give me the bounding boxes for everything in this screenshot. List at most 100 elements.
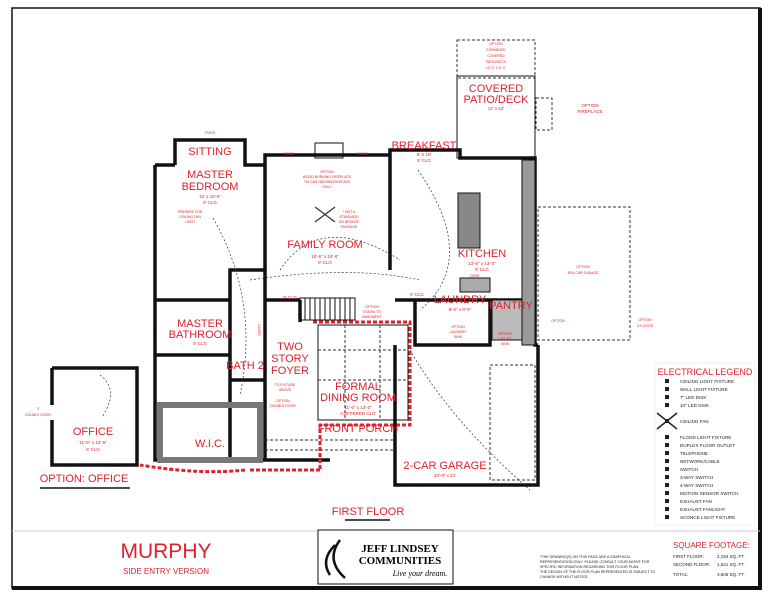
option-office-connector (139, 320, 412, 474)
legend-item-label: SCONCE LIGHT FIXTURE (680, 515, 735, 520)
room-label-family-room: FAMILY ROOM (287, 239, 362, 251)
room-label-office: OFFICE (73, 426, 113, 438)
sqft-label: FIRST FLOOR: (673, 554, 704, 559)
room-clg: COFFERED CLG (340, 411, 376, 416)
garage-dashed-area (489, 364, 536, 481)
wiring-arc (417, 169, 450, 311)
room-label-formal: FORMAL (335, 381, 381, 393)
disclaimer-line: SPECIFIC INFORMATION REGARDING THIS FLOO… (540, 565, 639, 569)
room-clg: 9' CLG (318, 260, 332, 265)
to-fixture-note: TO FIXTURE (275, 383, 296, 387)
fireplace-note: *IN GAS NEIGHBORHOODS (304, 180, 350, 184)
prewire-note: PREWIRE FOR (178, 210, 203, 214)
room-dim: 20'-0" x 21' (434, 473, 456, 478)
desk-label: DESK (470, 274, 480, 278)
wiring-arc (212, 217, 247, 396)
exhaust-fanlight-icon (665, 507, 669, 511)
room-label-dining-room: DINING ROOM (320, 392, 396, 404)
wall-light-icon (665, 387, 669, 391)
legend-item-label: DUPLEX FLOOR OUTLET (680, 443, 735, 448)
expanded-patio-note: 12'-0" X 8'-0" (486, 66, 507, 70)
disclaimer-line: THE DESIGN OF THE FLOOR PLAN REPRESENTED… (540, 570, 656, 574)
coffered-ceiling (318, 325, 408, 420)
third-garage-note: 3RD CAR GARAGE (567, 271, 599, 275)
legend-item-label: 4-WAY SWITCH (680, 483, 713, 488)
room-label-sitting: SITTING (188, 146, 231, 158)
room-label-garage: 2-CAR GARAGE (403, 460, 486, 472)
led-disk-10-icon (665, 403, 669, 407)
sqft-value: 1,541 SQ. FT. (717, 562, 745, 567)
room-label-laundry: LAUNDRY (434, 294, 487, 306)
sqft-label: SECOND FLOOR: (673, 562, 710, 567)
electrical-legend: ELECTRICAL LEGEND CEILING LIGHT FIXTURE W… (654, 362, 756, 526)
legend-title: ELECTRICAL LEGEND (658, 367, 753, 377)
expanded-patio-outline (456, 39, 536, 79)
network-cable-icon (665, 459, 669, 463)
ceiling-fan-blades-icon (656, 412, 678, 430)
room-label-bath2: BATH 2 (226, 360, 264, 372)
option-fireplace-note: OPTION (581, 103, 598, 108)
utility-sink-note: OPTION (498, 332, 512, 336)
room-dim: 11'-6" x 13'-0" (344, 405, 372, 410)
desk (459, 277, 491, 293)
bronze-note: * NOT A (343, 210, 356, 214)
disclaimer-line: CHANGE WITHOUT NOTICE. (540, 575, 589, 579)
house-walls (153, 138, 538, 462)
model-version: SIDE ENTRY VERSION (123, 567, 209, 576)
third-garage-note: OPTION (576, 265, 590, 269)
pantry-shelves (491, 299, 523, 341)
disclaimer-line: REPRESENTATION ONLY. PLEASE CONSULT YOUR… (540, 560, 650, 564)
room-dim: 11'-6" x 13'-6" (79, 440, 107, 445)
room-label-breakfast: BREAKFAST (392, 140, 457, 152)
legend-item-label: WALL LIGHT FIXTURE (680, 387, 728, 392)
stairs (299, 297, 356, 321)
utility-sink-note: UTILITY (498, 337, 512, 341)
room-dim: 13'-0" x 13'-0" (468, 261, 496, 266)
led-disk-7-icon (665, 395, 669, 399)
square-footage: SQUARE FOOTAGE: FIRST FLOOR: 2,194 SQ. F… (673, 541, 750, 577)
stairs-note: STAIRS TO (363, 310, 381, 314)
option-office-label: OPTION: OFFICE (40, 473, 129, 485)
room-label-kitchen: KITCHEN (458, 248, 506, 260)
bronze-note: PACKAGE (341, 225, 358, 229)
laundry-sink-note: LAUNDRY (450, 330, 467, 334)
ceiling-fan-icon (314, 206, 336, 223)
to-fixture-note: ABOVE (279, 388, 292, 392)
room-label-master-bathroom-2: BATHROOM (169, 329, 232, 341)
room-dim: 15' x 16'-6" (199, 194, 221, 199)
room-clg: 9' CLG (193, 341, 207, 346)
laundry-sink-note: OPTION (451, 325, 465, 329)
kitchen-island (457, 192, 481, 249)
legend-item-label: SWITCH (680, 467, 698, 472)
option-fireplace-outline (535, 97, 553, 131)
option-note: OPTION (551, 319, 565, 323)
floor-label: FIRST FLOOR (332, 506, 405, 518)
room-label-patio-2: PATIO/DECK (464, 94, 530, 106)
room-dim: 18'-6" x 16'-6" (311, 254, 339, 259)
third-car-garage-outline (537, 206, 631, 341)
prewire-note: LIGHT (185, 220, 196, 224)
legend-item-label: 7" LED DISK (680, 395, 707, 400)
bronze-note: ON BRONZE (339, 220, 360, 224)
4way-switch-icon (665, 483, 669, 487)
room-label-front-porch: FRONT PORCH (318, 423, 399, 435)
room-dim: 8'-0" x 8'-6" (449, 307, 472, 312)
sqft-title: SQUARE FOOTAGE: (673, 541, 750, 550)
sqft-value: 2,194 SQ. FT. (717, 554, 745, 559)
garage-walls (393, 345, 540, 487)
double-door-note: DOUBLE DOOR (270, 404, 296, 408)
wic-walls (157, 402, 263, 463)
flood-light-icon (665, 435, 669, 439)
fireplace-icon (314, 142, 344, 159)
wiring-arc (249, 272, 421, 281)
company-logo: JEFF LINDSEY COMMUNITIES Live your dream… (317, 529, 454, 585)
motion-switch-icon (665, 491, 669, 495)
room-dim: 12' x 12' (488, 106, 505, 111)
fixed-window-label: FIXED (284, 152, 295, 156)
option-door-note: OPTION (638, 318, 652, 322)
legend-item-label: CEILING LIGHT FIXTURE (680, 379, 734, 384)
front-porch-outline (265, 439, 395, 451)
double-door-note: OPTION (276, 399, 290, 403)
model-name: MURPHY (120, 540, 211, 563)
fireplace-note: OPTION (320, 170, 334, 174)
